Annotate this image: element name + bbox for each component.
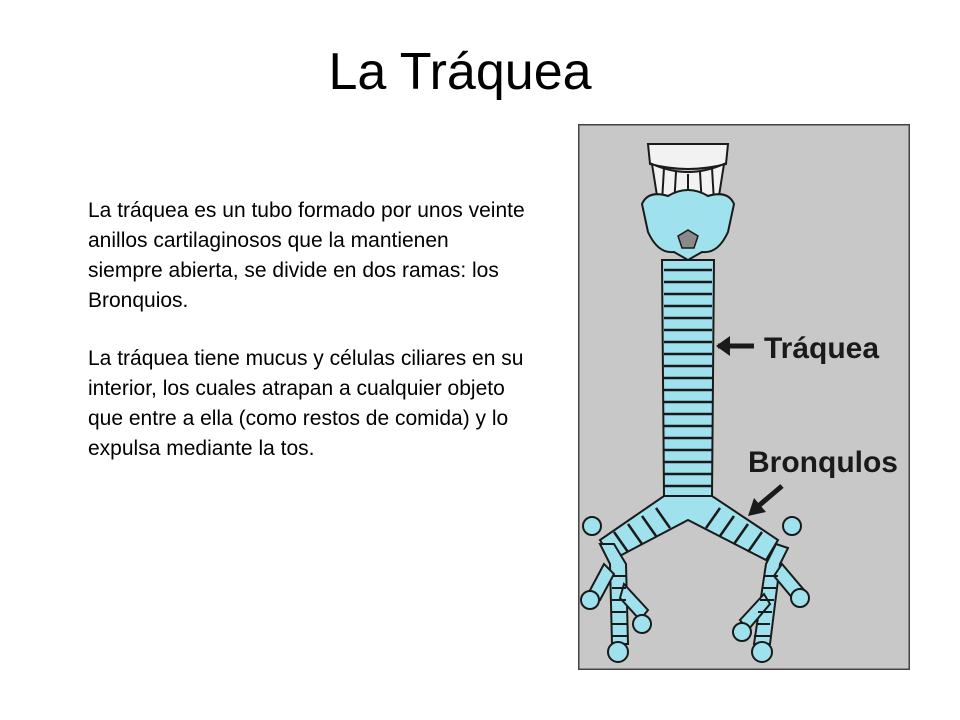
diagram-background bbox=[578, 124, 910, 670]
bronchi-label-arrow bbox=[748, 484, 784, 516]
trachea-label: Tráquea bbox=[764, 332, 879, 365]
bronchi bbox=[580, 495, 810, 663]
body-text: La tráquea es un tubo formado por unos v… bbox=[88, 196, 528, 492]
slide-title: La Tráquea bbox=[328, 43, 592, 101]
paragraph-trachea-function: La tráquea tiene mucus y células ciliare… bbox=[88, 347, 524, 460]
larynx bbox=[640, 143, 736, 262]
bronchi-label: Bronqulos bbox=[748, 446, 898, 479]
trachea-diagram: Tráquea Bronqulos bbox=[578, 124, 910, 670]
trachea-tube bbox=[660, 259, 716, 497]
trachea-label-arrow bbox=[716, 336, 754, 356]
trachea-illustration: Tráquea Bronqulos bbox=[578, 124, 910, 670]
paragraph-trachea-structure: La tráquea es un tubo formado por unos v… bbox=[88, 199, 525, 312]
